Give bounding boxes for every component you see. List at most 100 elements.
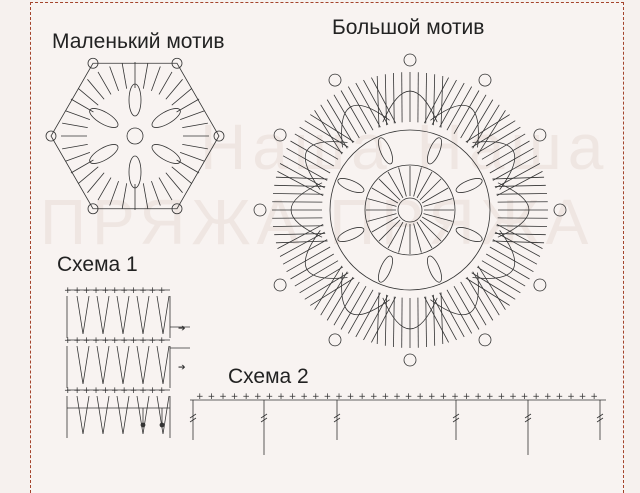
sc-symbol: + [300,392,308,402]
v-stitch [77,346,89,384]
sc-symbol: + [139,386,147,396]
v-stitch [157,396,169,434]
sc-symbol: + [254,392,262,402]
arrow-head: ➔ [178,363,186,373]
stitch [151,66,160,90]
sc-symbol: + [370,392,378,402]
stitch [65,111,89,120]
petal [425,254,445,284]
sc-symbol: + [532,392,540,402]
picot [534,279,546,291]
fan-arc [342,273,390,315]
picot [274,279,286,291]
stitch [62,144,88,149]
v-stitch [77,296,89,334]
sc-symbol: + [440,392,448,402]
stitch [180,152,204,161]
fan-arc [305,142,347,190]
stitch [98,72,111,95]
sc-symbol: + [556,392,564,402]
sc-symbol: + [83,386,91,396]
sc-symbol: + [102,286,110,296]
sc-symbol: + [405,392,413,402]
stitch [486,141,529,166]
middle-round [330,130,490,290]
stitch [143,183,148,209]
sc-symbol: + [335,392,343,402]
sc-symbol: + [242,392,250,402]
stitch [87,173,104,193]
picot [479,74,491,86]
stitch [341,90,366,133]
fan-arc [342,105,390,147]
petal [129,84,141,116]
sc-symbol: + [130,286,138,296]
picot [404,54,416,66]
sc-symbol: + [149,286,157,296]
sc-symbol: + [64,336,72,346]
stitch [379,179,400,200]
v-stitch [137,346,149,384]
stitch [87,79,104,99]
sc-symbol: + [347,392,355,402]
stitch [377,76,379,128]
sc-symbol: + [486,392,494,402]
picot [554,204,566,216]
stitch [276,177,328,179]
sc-symbol: + [111,386,119,396]
petal [454,176,484,196]
stitch [172,167,192,184]
v-stitch [97,346,109,384]
picot [329,74,341,86]
v-stitch [157,296,169,334]
sc-symbol: + [498,392,506,402]
stitch [180,111,204,120]
sc-symbol: + [451,392,459,402]
fan-arc [473,142,515,190]
sc-symbol: + [111,286,119,296]
sc-symbol: + [579,392,587,402]
scheme2-diagram: +++++++++++++++++++++++++++++++++++ [190,392,606,455]
v-stitch [97,296,109,334]
petal [336,176,366,196]
petal [149,105,183,131]
stitch [143,63,148,89]
stitch [78,88,98,105]
sc-symbol: + [158,386,166,396]
stitch [151,181,160,205]
v-stitch [97,396,109,434]
stitch [65,152,89,161]
sc-symbol: + [474,392,482,402]
sc-symbol: + [266,392,274,402]
sc-symbol: + [358,392,366,402]
sc-symbol: + [208,392,216,402]
petal [129,156,141,188]
stitch [492,241,544,243]
sc-symbol: + [111,336,119,346]
fan-arc [305,230,347,278]
sc-symbol: + [521,392,529,402]
center-ring [127,128,143,144]
sc-symbol: + [83,336,91,346]
sc-symbol: + [139,286,147,296]
sc-symbol: + [120,336,128,346]
stitch [393,297,394,347]
petal [87,105,121,131]
sc-symbol: + [64,286,72,296]
sc-symbol: + [196,392,204,402]
v-stitch [117,346,129,384]
stitch [182,123,208,128]
stitch [290,141,333,166]
scheme1-diagram: +++++++++++++++++++++++++++++++++➔➔ [64,286,190,438]
picot [274,129,286,141]
arrow-head: ➔ [178,324,186,334]
stitch [379,220,400,241]
stitch [377,292,379,344]
sc-symbol: + [130,336,138,346]
stitch [166,79,183,99]
stitch [492,177,544,179]
sc-symbol: + [73,386,81,396]
stitch [426,297,427,347]
v-stitch [117,296,129,334]
stitch [110,66,119,90]
